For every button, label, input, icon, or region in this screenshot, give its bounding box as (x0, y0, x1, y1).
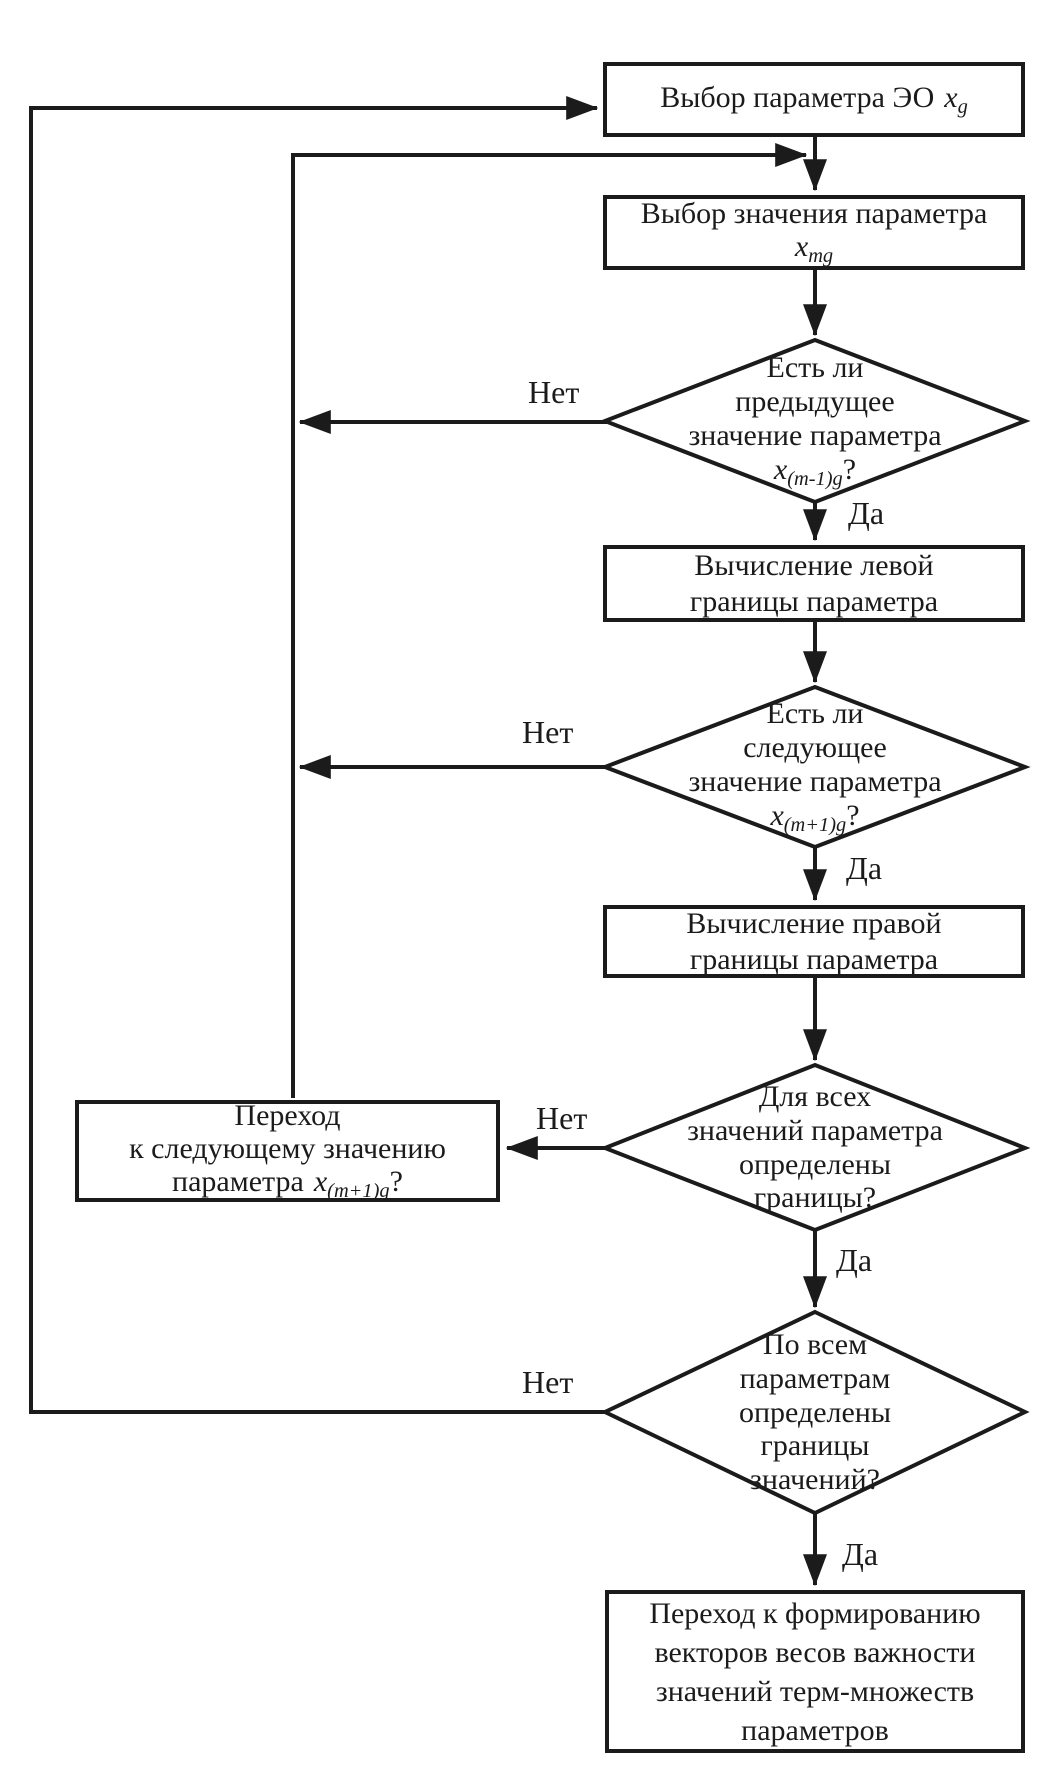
label-no-all-params: Нет (522, 1364, 574, 1400)
process-select-value: Выбор значения параметра xmg (603, 195, 1025, 270)
decision-has-next-value-shape (599, 684, 1031, 850)
process-select-value-formula: xmg (794, 230, 834, 268)
decision-all-values-bounded-shape (599, 1062, 1031, 1233)
decision-has-next-formula: x(m+1)g? (770, 798, 860, 836)
label-yes-all-params: Да (842, 1536, 879, 1572)
decision-has-previous-formula: x(m-1)g? (773, 452, 857, 490)
label-no-all-values: Нет (536, 1100, 588, 1136)
label-yes-all-values: Да (836, 1242, 873, 1278)
label-no-has-next: Нет (522, 714, 574, 750)
edge-no-all-params-loop (29, 96, 607, 1414)
label-yes-has-next: Да (846, 850, 883, 886)
edge-next-value-loop (291, 143, 808, 1098)
decision-has-previous-value: Есть ли предыдущее значение параметра x(… (688, 351, 942, 490)
decision-has-next-value: Есть ли следующее значение параметра x(m… (688, 697, 942, 836)
label-no-has-previous: Нет (528, 374, 580, 410)
label-yes-has-previous: Да (848, 495, 885, 531)
decision-all-params-bounded-shape (600, 1309, 1030, 1516)
process-calc-left-bound: Вычисление левой границы параметра (603, 545, 1025, 622)
process-calc-right-bound: Вычисление правой границы параметра (603, 905, 1025, 978)
process-select-value-line1: Выбор значения параметра (640, 196, 988, 230)
process-final-step: Переход к формированию векторов весов ва… (605, 1590, 1025, 1753)
decision-has-previous-value-shape (599, 337, 1031, 505)
decision-all-values-bounded: Для всех значений параметра определены г… (687, 1079, 943, 1215)
decision-all-params-bounded: По всем параметрам определены границы зн… (738, 1327, 892, 1497)
